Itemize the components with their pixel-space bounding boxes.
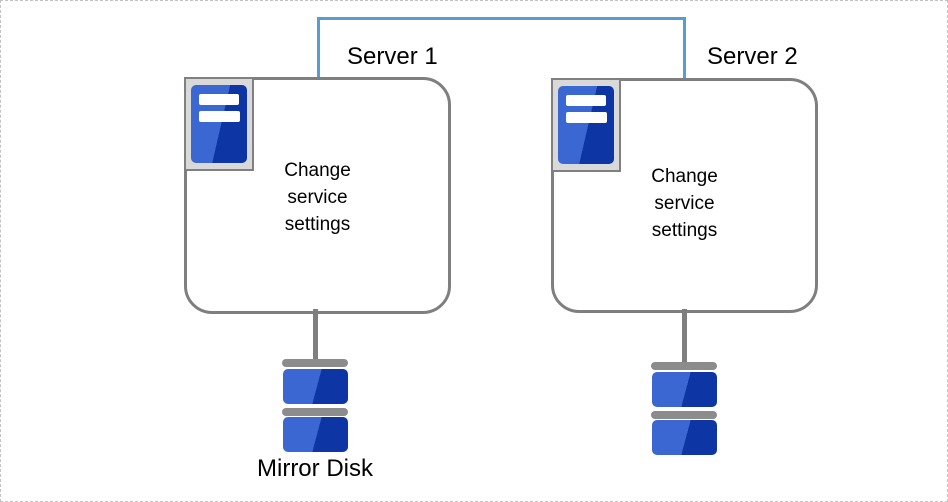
disk-cap bbox=[282, 408, 348, 416]
disk-platter bbox=[283, 369, 348, 404]
server-slot-bar bbox=[566, 112, 607, 123]
server-interconnect-line bbox=[317, 17, 686, 79]
server-tower-shape bbox=[191, 85, 247, 163]
server1-disk-connector-line bbox=[313, 309, 318, 361]
disk-platter bbox=[283, 417, 348, 452]
server-tower-shape bbox=[558, 86, 614, 164]
disk-platter bbox=[652, 372, 717, 407]
server1-box-text: Change service settings bbox=[284, 160, 351, 235]
server-icon bbox=[551, 78, 621, 172]
mirror-disk-stack-icon bbox=[282, 359, 348, 367]
server-slot-bar bbox=[199, 111, 240, 122]
disk-platter bbox=[652, 420, 717, 455]
server-slot-bar bbox=[199, 94, 239, 105]
server2-label: Server 2 bbox=[707, 43, 798, 70]
server2-box bbox=[551, 78, 818, 313]
server1-label: Server 1 bbox=[347, 43, 438, 70]
server-slot-bar bbox=[566, 95, 606, 106]
server-icon bbox=[184, 77, 254, 171]
server2-disk-connector-line bbox=[682, 309, 687, 364]
disk-cap bbox=[651, 411, 717, 419]
server2-box-text: Change service settings bbox=[651, 166, 718, 241]
mirror-disk-stack-icon bbox=[651, 362, 717, 370]
mirror-disk-label: Mirror Disk bbox=[257, 455, 373, 482]
